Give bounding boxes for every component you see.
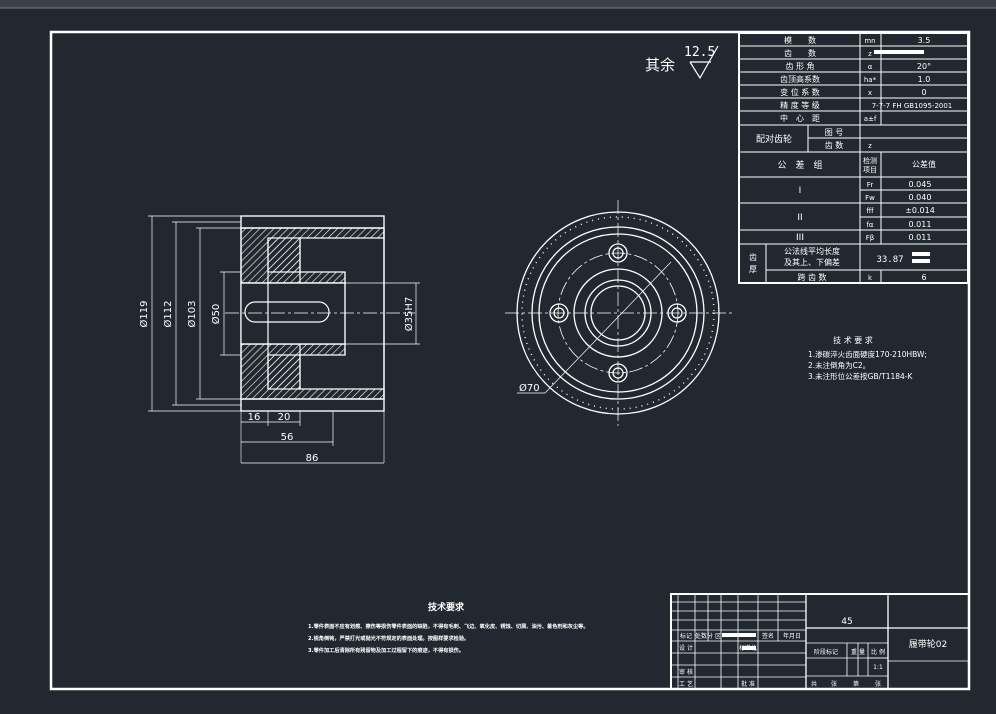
svg-text:标记: 标记 [680,632,692,640]
svg-text:1.渗碳淬火齿面硬度170-210HBW;: 1.渗碳淬火齿面硬度170-210HBW; [808,349,927,359]
svg-text:Fw: Fw [865,194,875,202]
svg-text:fα: fα [866,221,873,229]
svg-text:张: 张 [875,680,881,688]
svg-text:2.未注倒角为C2。: 2.未注倒角为C2。 [808,360,870,370]
svg-text:齿 形 角: 齿 形 角 [785,61,814,71]
svg-text:变 位 系 数: 变 位 系 数 [780,87,820,97]
svg-text:跨 齿 数: 跨 齿 数 [797,272,826,282]
svg-text:处数: 处数 [695,632,707,640]
dim-d103: Ø103 [186,301,198,328]
svg-text:mn: mn [864,37,875,45]
dimension-lines [148,215,420,464]
redacted-teeth-value [874,50,924,54]
svg-text:1:1: 1:1 [873,664,883,671]
svg-text:批 准: 批 准 [741,680,755,688]
svg-text:图 号: 图 号 [825,128,844,137]
tech-requirements-right: 技 术 要 求 1.渗碳淬火齿面硬度170-210HBW; 2.未注倒角为C2。… [808,335,927,381]
roughness-prefix: 其余 [645,56,675,74]
svg-text:签名: 签名 [762,632,774,640]
accuracy-grade: 7-7-7 FH GB1095-2001 [872,102,953,110]
svg-text:0.011: 0.011 [909,220,932,229]
svg-text:1.0: 1.0 [918,75,931,84]
gear-parameter-table: 模 数 mn 3.5 齿 数 z 齿 形 角 α 20° 齿顶高系数 ha* 1… [738,32,969,284]
svg-text:公 差 组: 公 差 组 [777,159,822,171]
svg-text:齿: 齿 [749,253,757,262]
svg-text:厚: 厚 [749,265,757,274]
svg-text:Fr: Fr [867,181,874,189]
dim-d50: Ø50 [210,304,222,325]
svg-text:Fβ: Fβ [866,234,875,242]
roughness-symbol: 其余 12.5 [645,45,719,80]
svg-text:6: 6 [921,273,926,282]
svg-text:k: k [868,274,873,282]
svg-text:II: II [797,213,802,223]
svg-text:项目: 项目 [863,166,877,174]
svg-text:年月日: 年月日 [783,632,801,640]
dim-86: 86 [306,453,319,464]
param-label-module: 模 数 [784,35,816,45]
svg-text:公差值: 公差值 [912,159,936,169]
svg-text:III: III [796,233,804,243]
svg-text:阶段标记: 阶段标记 [814,648,838,656]
svg-text:技术要求: 技术要求 [428,601,465,613]
material-value: 45 [841,617,852,627]
svg-text:检测: 检测 [863,156,877,165]
svg-text:0.040: 0.040 [909,193,932,202]
roughness-value: 12.5 [684,45,715,60]
svg-text:a±f: a±f [864,115,877,123]
svg-text:重 量: 重 量 [851,648,865,656]
svg-text:中 心 距: 中 心 距 [780,113,820,123]
front-view [505,200,732,426]
svg-text:共: 共 [811,680,817,688]
param-label-teeth: 齿 数 [784,48,816,58]
svg-text:3.5: 3.5 [918,36,931,45]
svg-text:x: x [868,89,872,97]
svg-text:1.零件表面不应有划痕、擦伤等损伤零件表面的缺陷，不得有毛刺: 1.零件表面不应有划痕、擦伤等损伤零件表面的缺陷，不得有毛刺、飞边、氧化皮、锈蚀… [308,622,589,630]
svg-text:第: 第 [853,680,859,688]
dim-d70: Ø70 [519,382,540,394]
svg-text:ha*: ha* [864,76,877,84]
dim-16: 16 [248,412,261,423]
svg-text:精 度 等 级: 精 度 等 级 [780,100,820,110]
dim-56: 56 [281,432,294,443]
svg-text:fff: fff [866,207,874,215]
svg-text:2.锐角倒钝，严禁打光或抛光不符规定的表面处理。按图样要求检: 2.锐角倒钝，严禁打光或抛光不符规定的表面处理。按图样要求检验。 [308,634,469,642]
svg-text:齿 数: 齿 数 [825,140,844,150]
tech-requirements-bottom: 技术要求 1.零件表面不应有划痕、擦伤等损伤零件表面的缺陷，不得有毛刺、飞边、氧… [308,601,589,654]
svg-text:张: 张 [831,680,837,688]
dim-20: 20 [278,412,291,423]
svg-text:3.零件加工后清除所有残留物及加工过程留下的痕迹，不得有损伤: 3.零件加工后清除所有残留物及加工过程留下的痕迹，不得有损伤。 [308,646,464,654]
svg-text:0.011: 0.011 [909,233,932,242]
svg-text:比 例: 比 例 [871,648,885,656]
mating-gear-label: 配对齿轮 [756,133,792,145]
svg-text:20°: 20° [917,62,931,71]
dim-d35h7: Ø35H7 [403,297,415,331]
svg-text:α: α [868,63,873,71]
drawing-frame [49,30,971,691]
svg-text:工 艺: 工 艺 [679,680,693,688]
section-view [225,215,415,463]
dim-d112: Ø112 [162,301,174,328]
title-block [670,593,970,690]
svg-text:±0.014: ±0.014 [905,206,935,215]
svg-text:分 区: 分 区 [707,632,721,640]
svg-text:3.未注形位公差按GB/T1184-K: 3.未注形位公差按GB/T1184-K [808,371,914,381]
thickness-value: 33.87 [876,255,903,265]
svg-text:0: 0 [921,88,926,97]
window-top-bar [0,0,996,8]
svg-text:齿顶高系数: 齿顶高系数 [780,74,820,84]
svg-text:公法线平均长度: 公法线平均长度 [784,246,840,256]
svg-text:z: z [868,50,872,58]
svg-text:技 术 要 求: 技 术 要 求 [833,335,873,345]
svg-text:I: I [799,186,802,196]
dim-d119: Ø119 [138,301,150,328]
svg-text:0.045: 0.045 [909,180,932,189]
svg-text:设 计: 设 计 [679,644,693,652]
svg-text:z: z [868,142,872,150]
svg-text:审 核: 审 核 [679,668,693,676]
part-name: 履带轮02 [909,638,947,650]
svg-text:及其上、下偏差: 及其上、下偏差 [784,257,840,267]
